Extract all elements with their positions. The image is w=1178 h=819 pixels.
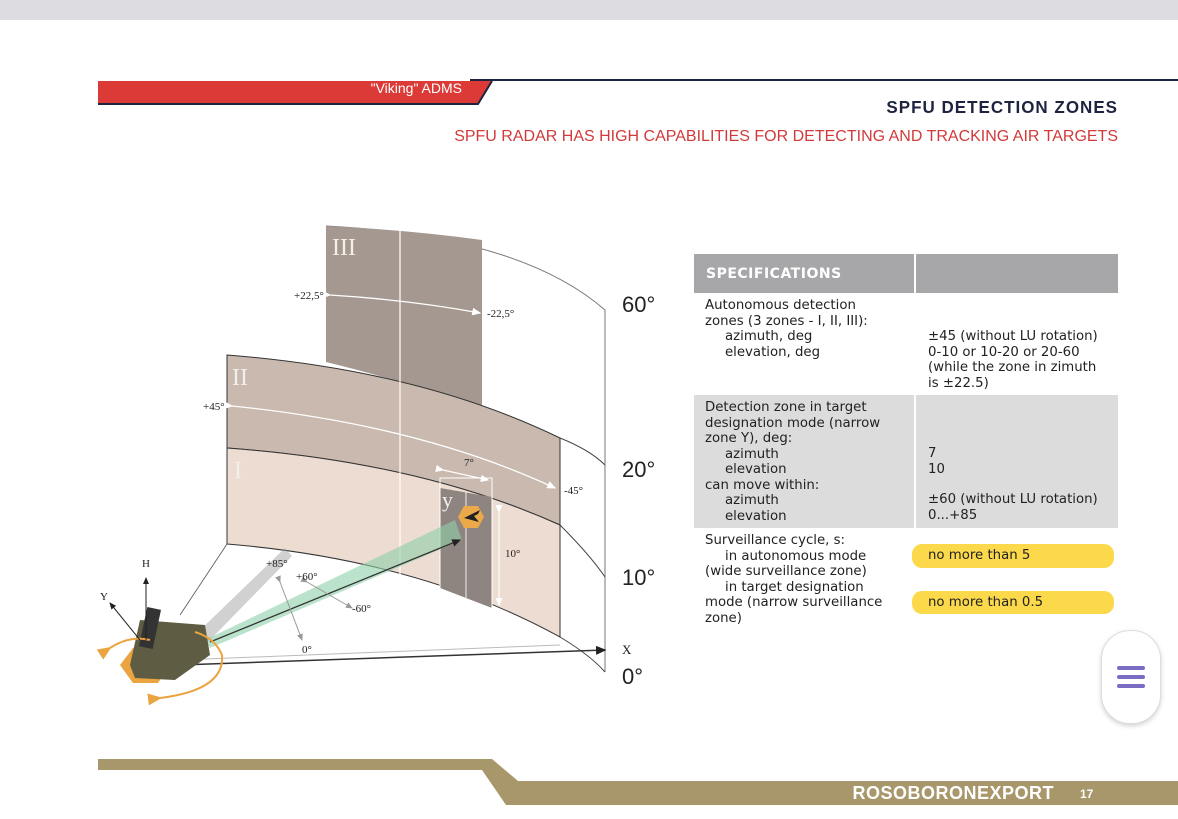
browser-top-bar (0, 0, 1178, 20)
page-number: 17 (1080, 787, 1094, 801)
specifications-header: SPECIFICATIONS (694, 254, 915, 293)
elevation-0-label: 0° (622, 664, 643, 689)
specifications-table: SPECIFICATIONS Autonomous detection zone… (694, 254, 1118, 630)
footer-band (98, 759, 1178, 805)
elevation-60-label: 60° (622, 292, 655, 317)
radar-beam (195, 548, 292, 645)
footer-brand: ROSOBORONEXPORT (852, 783, 1054, 803)
axis-y-label: Y (100, 591, 108, 603)
zone-20-outline (559, 437, 606, 466)
elevation-20-label: 20° (622, 457, 655, 482)
label-minus-45: -45° (564, 485, 583, 497)
axis-x-label: X (622, 642, 632, 657)
elevation-10-label: 10° (622, 565, 655, 590)
zone-10-outline (559, 524, 606, 578)
highlighted-value: no more than 5 (912, 544, 1114, 567)
table-row: Detection zone in target designation mod… (694, 395, 1118, 528)
zone-iii-label: III (332, 235, 356, 261)
launcher-vehicle-icon (96, 606, 224, 706)
zone-0-outline (559, 636, 606, 673)
label-elevation-10: 10° (505, 548, 520, 560)
label-plus-85: +85° (266, 558, 288, 570)
label-minus-60: -60° (352, 603, 371, 615)
detection-zones-diagram: III II I y 60° 20° 10° 0° +22,5° -22,5° … (96, 225, 655, 706)
narrow-zone-label: y (442, 487, 453, 512)
zone-i-label: I (234, 458, 242, 484)
page-title: SPFU DETECTION ZONES (886, 97, 1118, 118)
header-band (98, 79, 1178, 105)
label-azimuth-7: 7° (464, 457, 474, 469)
label-zero: 0° (302, 644, 312, 656)
menu-button[interactable] (1101, 630, 1161, 724)
page-subtitle: SPFU RADAR HAS HIGH CAPABILITIES FOR DET… (454, 128, 1118, 145)
zone-iii (326, 226, 482, 408)
highlighted-value: no more than 0.5 (912, 590, 1114, 614)
zone-ii-label: II (232, 365, 248, 391)
brand-tag: "Viking" ADMS (370, 80, 462, 96)
table-row: Autonomous detection zones (3 zones - I,… (694, 293, 1118, 395)
label-plus-45: +45° (203, 401, 225, 413)
label-minus-22-5: -22,5° (487, 308, 514, 320)
axis-h-label: H (142, 558, 150, 570)
table-row: Surveillance cycle, s: in autonomous mod… (694, 528, 1118, 630)
label-plus-22-5: +22,5° (294, 290, 324, 302)
menu-icon (1117, 666, 1145, 670)
label-plus-60: +60° (296, 571, 318, 583)
